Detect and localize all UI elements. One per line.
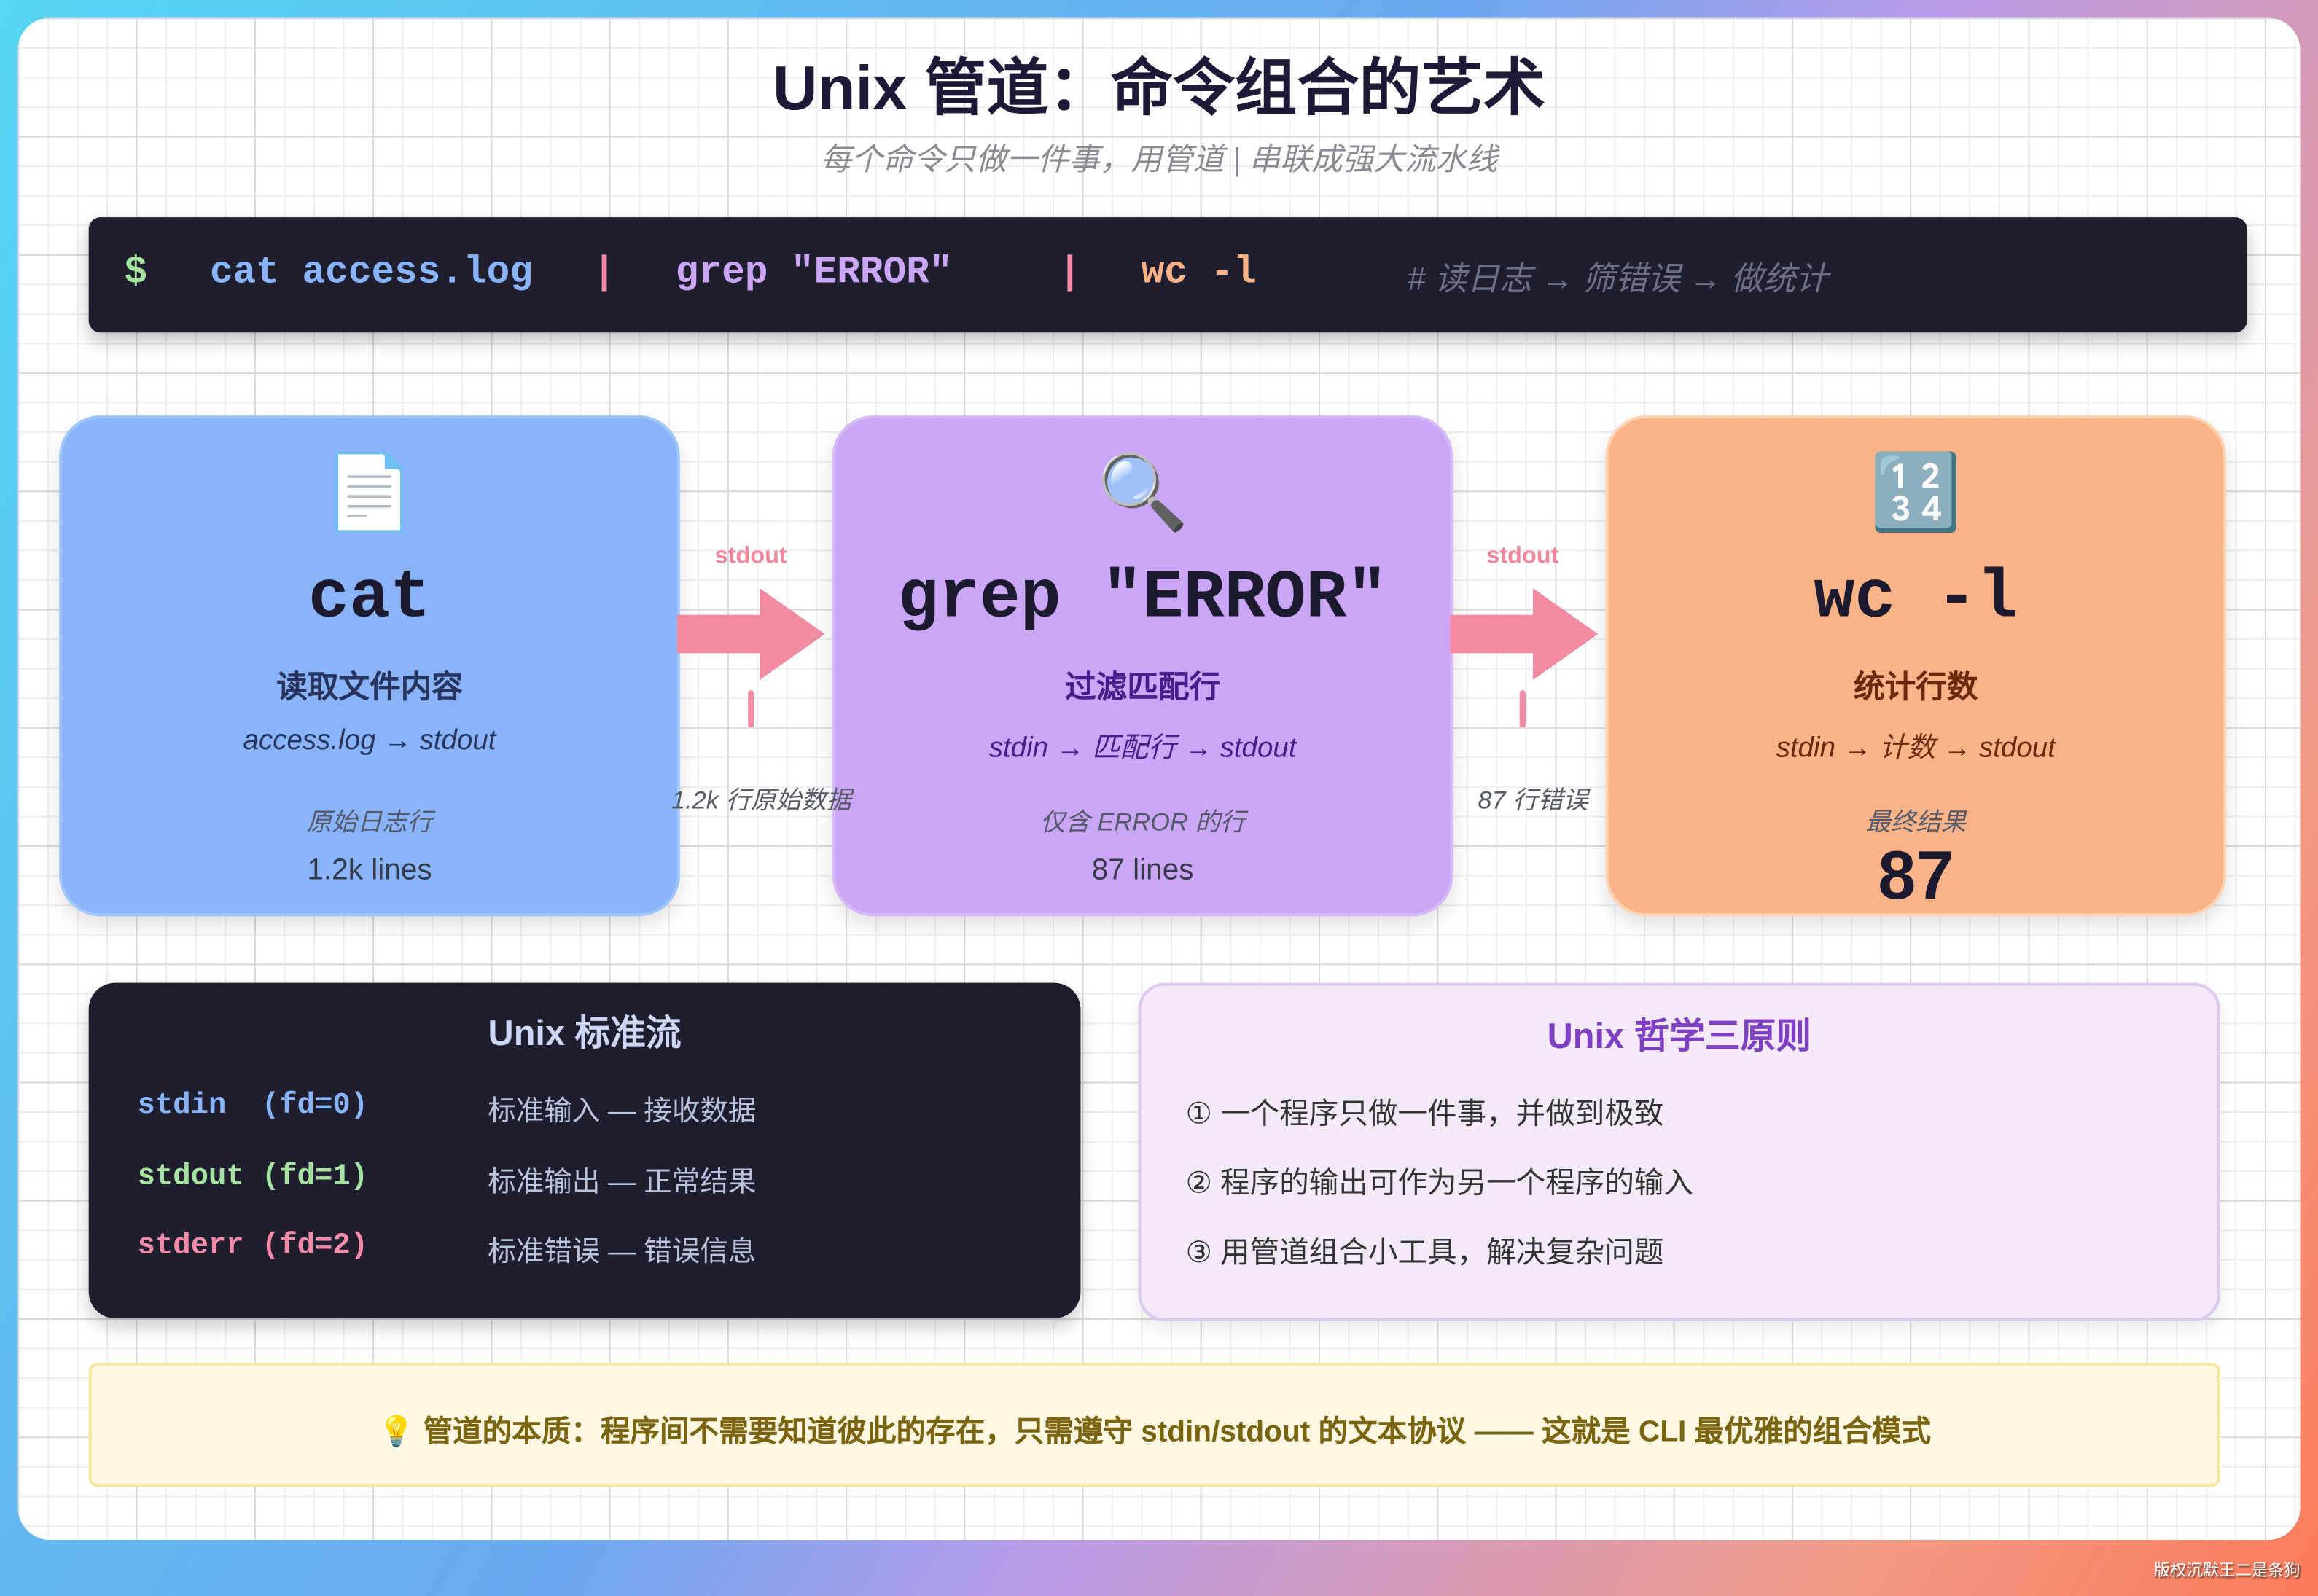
node-description: 统计行数	[1854, 670, 1978, 705]
node-description: 过滤匹配行	[1065, 670, 1221, 705]
page-title: Unix 管道：命令组合的艺术	[772, 53, 1545, 123]
node-wc: 🔢 wc -l 统计行数 stdin → 计数 → stdout 最终结果 87	[1605, 415, 2227, 917]
page-subtitle: 每个命令只做一件事，用管道 | 串联成强大流水线	[820, 143, 1498, 178]
watermark: 版权沉默王二是条狗	[2153, 1562, 2301, 1580]
connector-caption: 87 行错误	[1478, 786, 1588, 815]
cmd-cat: cat access.log	[209, 249, 533, 294]
stream-name: stdin (fd=0)	[137, 1089, 369, 1124]
lightbulb-icon: 💡	[378, 1415, 415, 1449]
cmd-grep: grep "ERROR"	[675, 249, 953, 294]
command-comment: # 读日志 → 筛错误 → 做统计	[1407, 259, 1829, 297]
panel-title: Unix 哲学三原则	[1547, 1017, 1811, 1057]
panel-title: Unix 标准流	[488, 1014, 682, 1054]
node-result: 87	[1878, 836, 1954, 914]
node-label: 仅含 ERROR 的行	[1039, 808, 1246, 837]
arrow-right-icon	[1450, 588, 1599, 727]
node-command: wc -l	[1814, 560, 2018, 638]
node-value: 1.2k lines	[307, 854, 432, 887]
connector-label: stdout	[1486, 544, 1559, 569]
node-grep: 🔍 grep "ERROR" 过滤匹配行 stdin → 匹配行 → stdou…	[832, 415, 1453, 917]
node-flow: stdin → 计数 → stdout	[1776, 732, 2056, 764]
connector-caption: 1.2k 行原始数据	[671, 786, 851, 815]
command-bar: $ cat access.log | grep "ERROR" | wc -l …	[88, 217, 2247, 333]
cmd-wc: wc -l	[1141, 249, 1257, 294]
document-icon: 📄	[323, 450, 416, 534]
standard-streams-panel: Unix 标准流 stdin (fd=0) 标准输入 — 接收数据 stdout…	[88, 982, 1081, 1318]
node-label: 原始日志行	[306, 808, 433, 837]
node-flow: access.log → stdout	[243, 725, 496, 757]
node-command: grep "ERROR"	[897, 560, 1388, 638]
prompt-symbol: $	[124, 249, 148, 294]
philosophy-panel: Unix 哲学三原则 ① 一个程序只做一件事，并做到极致 ② 程序的输出可作为另…	[1138, 982, 2221, 1322]
node-label: 最终结果	[1865, 808, 1967, 837]
principle-item: ② 程序的输出可作为另一个程序的输入	[1185, 1167, 1694, 1200]
arrow-right-icon	[676, 588, 825, 727]
stream-desc: 标准错误 — 错误信息	[488, 1237, 757, 1269]
node-value: 87 lines	[1091, 854, 1194, 887]
principle-item: ③ 用管道组合小工具，解决复杂问题	[1185, 1237, 1664, 1270]
stream-desc: 标准输出 — 正常结果	[488, 1167, 757, 1199]
numbers-icon: 🔢	[1870, 450, 1962, 534]
footer-note: 💡 管道的本质：程序间不需要知道彼此的存在，只需遵守 stdin/stdout …	[88, 1362, 2221, 1487]
node-description: 读取文件内容	[276, 670, 463, 705]
pipe-symbol: |	[593, 249, 616, 294]
node-cat: 📄 cat 读取文件内容 access.log → stdout 原始日志行 1…	[59, 415, 680, 917]
pipe-symbol: |	[1058, 249, 1082, 294]
footer-text: 管道的本质：程序间不需要知道彼此的存在，只需遵守 stdin/stdout 的文…	[423, 1415, 1932, 1449]
stream-name: stdout (fd=1)	[137, 1159, 369, 1194]
principle-item: ① 一个程序只做一件事，并做到极致	[1185, 1098, 1664, 1131]
magnifier-icon: 🔍	[1096, 450, 1189, 534]
node-flow: stdin → 匹配行 → stdout	[988, 732, 1297, 764]
node-command: cat	[308, 560, 431, 638]
connector-label: stdout	[714, 544, 787, 569]
stream-name: stderr (fd=2)	[137, 1229, 369, 1264]
stream-desc: 标准输入 — 接收数据	[488, 1096, 757, 1128]
